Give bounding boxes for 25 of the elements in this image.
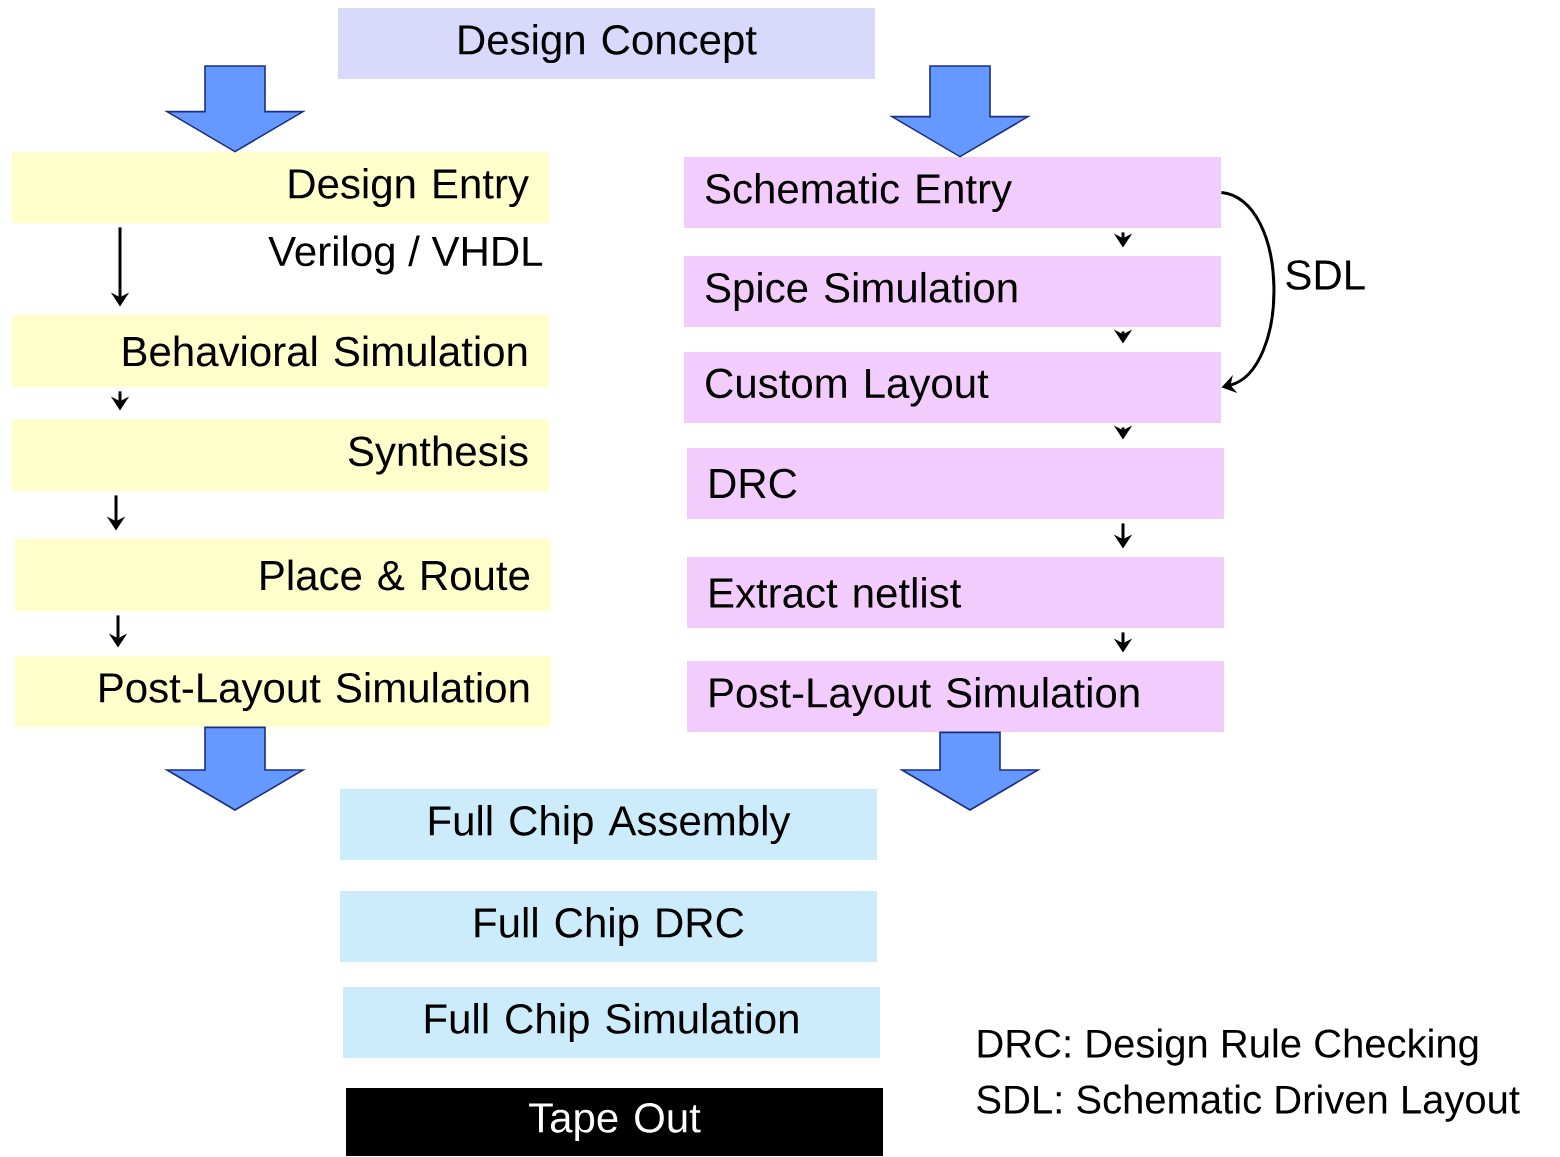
step-box: Schematic Entry xyxy=(684,157,1221,228)
step-box: Post-Layout Simulation xyxy=(15,656,551,727)
step-box: Full Chip Assembly xyxy=(340,789,877,860)
step-box: Design Concept xyxy=(338,8,875,79)
step-box: Synthesis xyxy=(12,419,549,491)
step-box: Custom Layout xyxy=(684,352,1221,423)
terminal-box: Tape Out xyxy=(346,1088,883,1156)
curved-arrow xyxy=(1220,191,1276,393)
note-text: SDL: Schematic Driven Layout xyxy=(977,1084,1520,1122)
step-box: Full Chip Simulation xyxy=(343,987,880,1058)
step-box: Place & Route xyxy=(15,539,551,611)
step-box: Full Chip DRC xyxy=(340,891,877,962)
step-box: Extract netlist xyxy=(687,557,1224,628)
step-box: Post-Layout Simulation xyxy=(687,661,1224,732)
note-text: DRC: Design Rule Checking xyxy=(978,1028,1478,1066)
step-box: Spice Simulation xyxy=(684,256,1221,327)
caption-text: Verilog / VHDL xyxy=(268,235,543,275)
step-box: Design Entry xyxy=(12,152,549,223)
step-box: DRC xyxy=(687,448,1224,519)
step-box: Behavioral Simulation xyxy=(12,315,549,387)
edge-label: SDL xyxy=(1286,260,1365,290)
block-arrow xyxy=(164,726,306,811)
block-arrow xyxy=(889,65,1031,158)
block-arrow xyxy=(164,65,306,153)
block-arrow xyxy=(899,731,1041,811)
